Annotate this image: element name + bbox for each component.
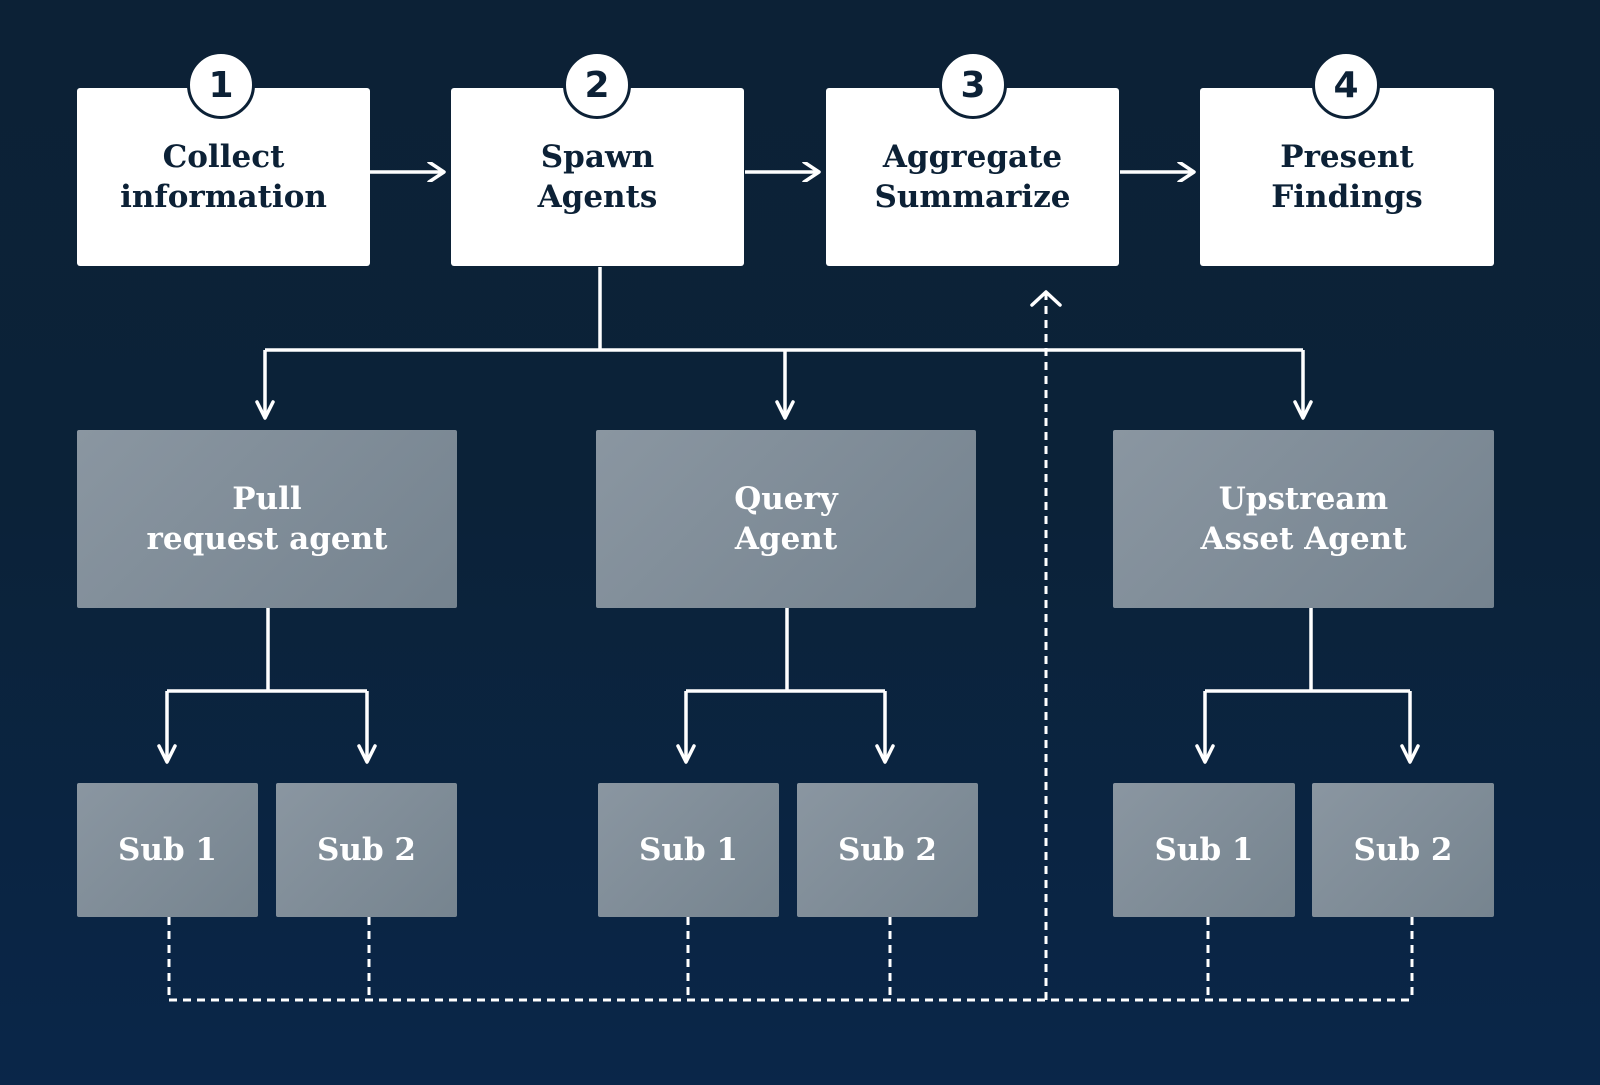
upstream-asset-sub-1: Sub 1 [1113, 783, 1295, 917]
pull-request-agent: Pull request agent [77, 430, 457, 608]
spawn-connector [255, 267, 1313, 420]
pull-request-sub-2: Sub 2 [276, 783, 457, 917]
query-sub-1: Sub 1 [598, 783, 779, 917]
return-arrowhead [1030, 290, 1062, 307]
upstream-asset-sub-2: Sub 2 [1312, 783, 1494, 917]
results-return-path [167, 294, 1414, 1002]
query-sub-2: Sub 2 [797, 783, 978, 917]
pull-request-sub-1: Sub 1 [77, 783, 258, 917]
step-number-badge-4: 4 [1312, 51, 1380, 119]
step-collect-information: Collect information [77, 88, 370, 266]
agent2-sub-connector [676, 608, 895, 764]
step-number-badge-2: 2 [563, 51, 631, 119]
step-aggregate-summarize: Aggregate Summarize [826, 88, 1119, 266]
step-number-badge-3: 3 [939, 51, 1007, 119]
agent1-sub-connector [157, 608, 377, 764]
step-number-badge-1: 1 [187, 51, 255, 119]
upstream-asset-agent: Upstream Asset Agent [1113, 430, 1494, 608]
query-agent: Query Agent [596, 430, 976, 608]
agent3-sub-connector [1195, 608, 1420, 764]
